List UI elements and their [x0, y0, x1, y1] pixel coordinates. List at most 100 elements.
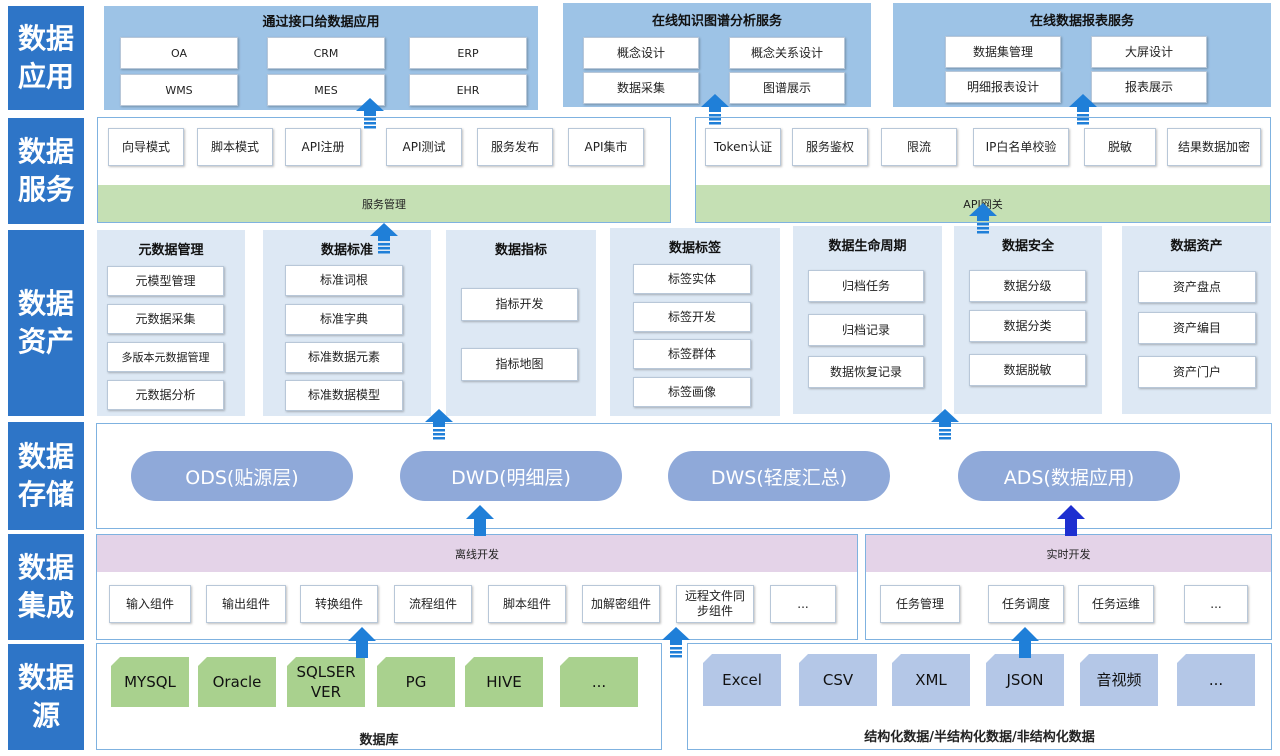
- asset-panel-indicator: 数据指标 指标开发 指标地图: [446, 230, 596, 416]
- asset-item: 指标开发: [461, 288, 578, 321]
- app-item: CRM: [267, 37, 385, 69]
- asset-item: 归档记录: [808, 314, 924, 346]
- service-item: 服务发布: [477, 128, 553, 166]
- storage-layer-dws: DWS(轻度汇总): [668, 451, 890, 501]
- row-label-service: 数据 服务: [8, 118, 84, 224]
- asset-item: 数据脱敏: [969, 354, 1086, 386]
- source-tile: XML: [892, 654, 970, 706]
- gateway-item: Token认证: [705, 128, 781, 166]
- integration-item: 任务运维: [1078, 585, 1154, 623]
- asset-item: 标准字典: [285, 304, 403, 335]
- asset-panel-tag: 数据标签 标签实体 标签开发 标签群体 标签画像: [610, 228, 780, 416]
- row-label-app: 数据 应用: [8, 6, 84, 110]
- gateway-item: 脱敏: [1084, 128, 1156, 166]
- integration-item: ...: [1184, 585, 1248, 623]
- service-item: API注册: [285, 128, 361, 166]
- database-frame: MYSQL Oracle SQLSERVER PG HIVE ... 数据库: [96, 643, 662, 750]
- service-item: API测试: [386, 128, 462, 166]
- up-arrow-icon: [969, 203, 997, 234]
- gateway-item: IP白名单校验: [973, 128, 1069, 166]
- up-arrow-icon: [1011, 627, 1039, 658]
- service-management-bar: 服务管理: [98, 185, 670, 222]
- database-caption: 数据库: [359, 733, 399, 748]
- source-tile: CSV: [799, 654, 877, 706]
- asset-panel-security: 数据安全 数据分级 数据分类 数据脱敏: [954, 226, 1102, 414]
- up-arrow-icon: [425, 409, 453, 440]
- asset-item: 标签群体: [633, 339, 751, 369]
- interface-panel: 通过接口给数据应用 OA CRM ERP WMS MES EHR: [104, 6, 538, 110]
- integration-item: 远程文件同步组件: [676, 585, 754, 623]
- graph-item: 概念关系设计: [729, 37, 845, 69]
- graph-panel: 在线知识图谱分析服务 概念设计 概念关系设计 数据采集 图谱展示: [563, 3, 871, 107]
- up-arrow-icon: [1057, 505, 1085, 536]
- row-label-source: 数据 源: [8, 644, 84, 750]
- panel-title: 在线数据报表服务: [1029, 14, 1134, 29]
- gateway-item: 限流: [881, 128, 957, 166]
- up-arrow-icon: [348, 627, 376, 658]
- offline-dev-frame: 离线开发 输入组件 输出组件 转换组件 流程组件 脚本组件 加解密组件 远程文件…: [96, 534, 858, 640]
- asset-item: 标准数据元素: [285, 342, 403, 373]
- up-arrow-icon: [701, 94, 729, 125]
- gateway-item: 结果数据加密: [1167, 128, 1261, 166]
- panel-title: 数据指标: [494, 243, 547, 258]
- integration-item: 流程组件: [394, 585, 472, 623]
- integration-item: 脚本组件: [488, 585, 566, 623]
- integration-item: 任务调度: [988, 585, 1064, 623]
- asset-item: 归档任务: [808, 270, 924, 302]
- asset-item: 资产盘点: [1138, 271, 1256, 303]
- source-tile: HIVE: [465, 657, 543, 707]
- panel-title: 数据安全: [1001, 239, 1054, 254]
- source-tile: 音视频: [1080, 654, 1158, 706]
- integration-item: 转换组件: [300, 585, 378, 623]
- gateway-item: 服务鉴权: [792, 128, 868, 166]
- asset-item: 元数据采集: [107, 304, 224, 334]
- row-label-asset: 数据 资产: [8, 230, 84, 416]
- up-arrow-icon: [662, 627, 690, 658]
- storage-layer-dwd: DWD(明细层): [400, 451, 622, 501]
- source-tile: Excel: [703, 654, 781, 706]
- integration-item: 输出组件: [206, 585, 286, 623]
- up-arrow-icon: [466, 505, 494, 536]
- panel-title: 数据标签: [668, 241, 721, 256]
- panel-title: 在线知识图谱分析服务: [651, 14, 782, 29]
- asset-item: 数据分类: [969, 310, 1086, 342]
- asset-item: 资产门户: [1138, 356, 1256, 388]
- source-tile: ...: [1177, 654, 1255, 706]
- service-item: 脚本模式: [197, 128, 273, 166]
- up-arrow-icon: [356, 98, 384, 129]
- asset-item: 标签开发: [633, 302, 751, 332]
- up-arrow-icon: [370, 223, 398, 254]
- report-panel: 在线数据报表服务 数据集管理 大屏设计 明细报表设计 报表展示: [893, 3, 1271, 107]
- app-item: EHR: [409, 74, 527, 106]
- graph-item: 图谱展示: [729, 72, 845, 104]
- asset-item: 标准数据模型: [285, 380, 403, 411]
- app-item: MES: [267, 74, 385, 106]
- panel-title: 数据资产: [1170, 239, 1223, 254]
- app-item: ERP: [409, 37, 527, 69]
- source-tile: JSON: [986, 654, 1064, 706]
- up-arrow-icon: [1069, 94, 1097, 125]
- asset-item: 元模型管理: [107, 266, 224, 296]
- storage-layer-ods: ODS(贴源层): [131, 451, 353, 501]
- row-label-storage: 数据 存储: [8, 422, 84, 530]
- report-item: 数据集管理: [945, 36, 1061, 68]
- asset-item: 元数据分析: [107, 380, 224, 410]
- asset-item: 多版本元数据管理: [107, 342, 224, 372]
- integration-item: 任务管理: [880, 585, 960, 623]
- source-tile: Oracle: [198, 657, 276, 707]
- asset-item: 标签画像: [633, 377, 751, 407]
- report-item: 报表展示: [1091, 71, 1207, 103]
- panel-title: 数据标准: [320, 243, 373, 258]
- app-item: OA: [120, 37, 238, 69]
- asset-item: 资产编目: [1138, 312, 1256, 344]
- asset-panel-assets: 数据资产 资产盘点 资产编目 资产门户: [1122, 226, 1271, 414]
- asset-panel-lifecycle: 数据生命周期 归档任务 归档记录 数据恢复记录: [793, 226, 942, 414]
- asset-item: 指标地图: [461, 348, 578, 381]
- source-tile: MYSQL: [111, 657, 189, 707]
- service-item: API集市: [568, 128, 644, 166]
- panel-title: 数据生命周期: [828, 239, 907, 254]
- api-gateway-frame: Token认证 服务鉴权 限流 IP白名单校验 脱敏 结果数据加密 API网关: [695, 117, 1271, 223]
- storage-layer-ads: ADS(数据应用): [958, 451, 1180, 501]
- asset-panel-standard: 数据标准 标准词根 标准字典 标准数据元素 标准数据模型: [263, 230, 431, 416]
- service-item: 向导模式: [108, 128, 184, 166]
